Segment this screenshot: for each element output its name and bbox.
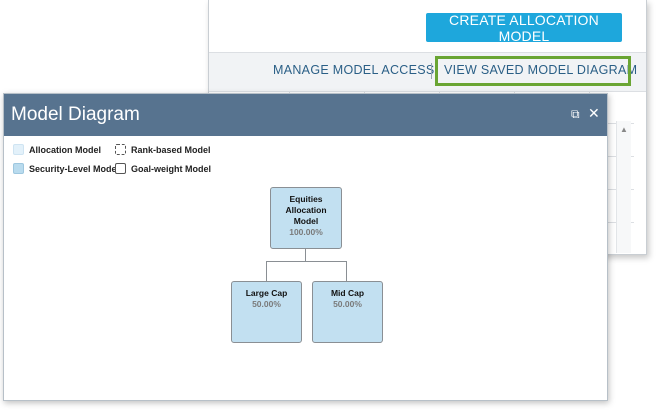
node-percent: 100.00% [289,227,323,237]
root-model-node[interactable]: Equities Allocation Model 100.00% [270,187,342,249]
legend-goal-weight-model: Goal-weight Model [131,164,211,174]
node-name: Large Cap [245,288,288,298]
node-name: Equities [289,194,323,204]
tree-connector [346,261,347,281]
tree-connector [266,261,347,262]
legend-rank-based-model: Rank-based Model [131,145,211,155]
link-separator [431,63,432,79]
legend-security-level-model: Security-Level Model [29,164,120,174]
large-cap-node[interactable]: Large Cap 50.00% [231,281,302,343]
node-name: Mid Cap [330,288,365,298]
highlight-box [435,56,631,86]
scroll-up-icon[interactable]: ▲ [620,125,628,134]
manage-model-access-link[interactable]: MANAGE MODEL ACCESS [273,63,435,77]
view-saved-model-diagram-link[interactable]: VIEW SAVED MODEL DIAGRAM [444,63,638,77]
node-percent: 50.00% [252,299,281,309]
scrollbar[interactable]: ▲ [616,121,631,253]
dialog-title: Model Diagram [11,104,140,125]
node-name: Model [293,216,319,226]
close-icon[interactable]: ✕ [588,105,600,121]
goal-weight-model-swatch [115,163,126,174]
dialog-header: Model Diagram ⧉ ✕ [4,94,607,136]
mid-cap-node[interactable]: Mid Cap 50.00% [312,281,383,343]
model-diagram-dialog: Model Diagram ⧉ ✕ Allocation Model Rank-… [3,93,608,401]
tree-connector [266,261,267,281]
tree-connector [305,249,306,261]
restore-window-icon[interactable]: ⧉ [571,107,580,121]
security-level-model-swatch [13,163,24,174]
node-name: Allocation [285,205,327,215]
allocation-model-swatch [13,144,24,155]
node-percent: 50.00% [333,299,362,309]
legend-allocation-model: Allocation Model [29,145,101,155]
create-allocation-model-button[interactable]: CREATE ALLOCATION MODEL [426,12,622,44]
model-actions-toolbar: MANAGE MODEL ACCESS VIEW SAVED MODEL DIA… [209,52,646,92]
rank-based-model-swatch [115,144,126,155]
